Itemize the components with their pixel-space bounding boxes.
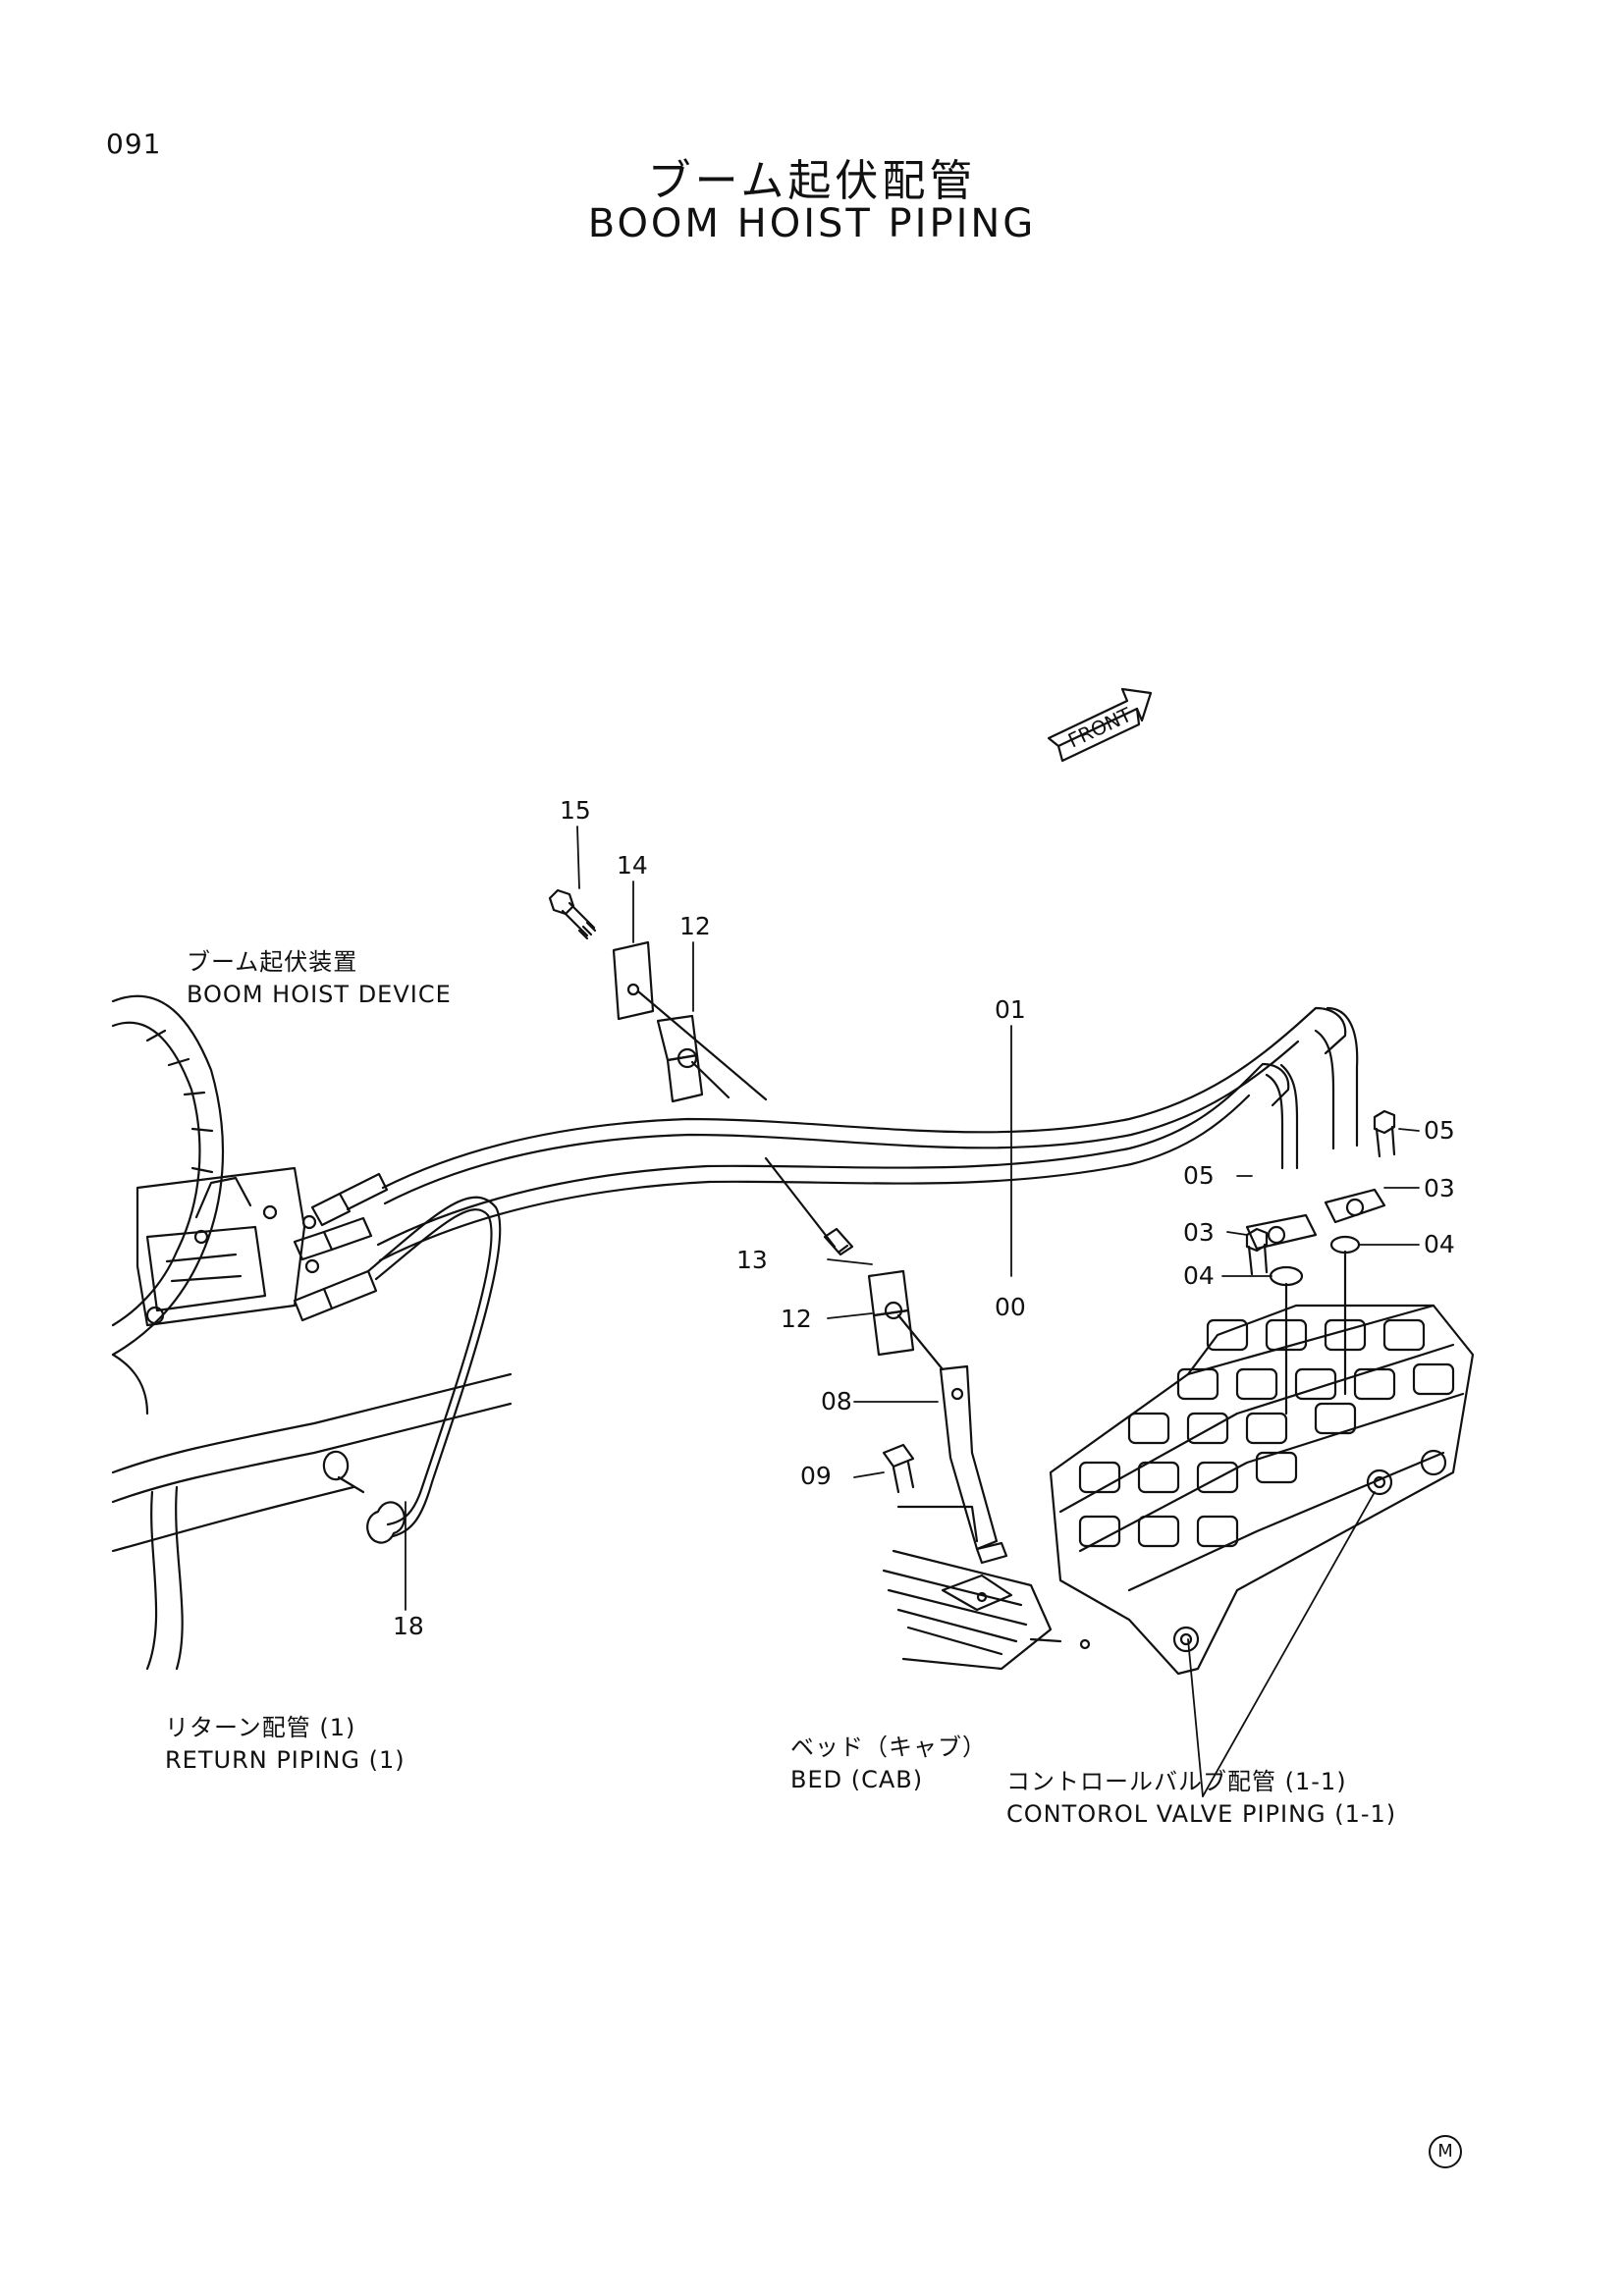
footer-mark: M	[1429, 2135, 1462, 2168]
part-number-04-left: 04	[1183, 1261, 1215, 1290]
part-number-12-bottom: 12	[781, 1305, 812, 1333]
part-number-14: 14	[617, 851, 648, 880]
part-number-04-right: 04	[1424, 1230, 1455, 1258]
clamp-assembly-bottom	[764, 1156, 945, 1371]
control-valve-piping-label-jp: コントロールバルブ配管 (1-1)	[1006, 1768, 1347, 1795]
part-number-12-top: 12	[679, 912, 711, 940]
bed-cab-floor	[882, 1549, 1091, 1671]
return-pipe-18	[366, 1196, 502, 1544]
part-number-01: 01	[995, 995, 1026, 1024]
leader-lines	[405, 826, 1420, 1797]
page-title-english: BOOM HOIST PIPING	[587, 201, 1037, 246]
main-hoses	[376, 1006, 1359, 1262]
part-number-03-left: 03	[1183, 1218, 1215, 1247]
bracket-08	[882, 1364, 1008, 1565]
clamp-assembly-top	[548, 888, 768, 1103]
flange-assembly	[1245, 1109, 1396, 1415]
boom-hoist-device-label-en: BOOM HOIST DEVICE	[187, 981, 452, 1008]
page-number: 091	[106, 128, 162, 160]
part-number-15: 15	[560, 796, 591, 825]
part-number-08: 08	[821, 1387, 852, 1415]
part-number-05-right: 05	[1424, 1116, 1455, 1145]
bed-cab-label-en: BED (CAB)	[790, 1766, 924, 1793]
control-valve-piping-label-en: CONTOROL VALVE PIPING (1-1)	[1006, 1800, 1397, 1828]
boom-hoist-device-label-jp: ブーム起伏装置	[187, 948, 358, 976]
return-piping-label-jp: リターン配管 (1)	[165, 1714, 356, 1741]
part-number-00: 00	[995, 1293, 1026, 1321]
part-number-09: 09	[800, 1462, 832, 1490]
front-arrow-label: FRONT	[1064, 703, 1136, 753]
front-arrow-icon: FRONT	[1047, 687, 1153, 763]
part-number-03-right: 03	[1424, 1174, 1455, 1202]
part-number-05-left: 05	[1183, 1161, 1215, 1190]
device-fittings	[293, 1172, 389, 1322]
return-piping-label-en: RETURN PIPING (1)	[165, 1746, 406, 1774]
boom-hoist-device-drawing	[111, 994, 513, 1671]
part-number-18: 18	[393, 1612, 424, 1640]
page-title-japanese: ブーム起伏配管	[647, 156, 977, 206]
part-number-13: 13	[736, 1246, 768, 1274]
control-valve-block	[1049, 1304, 1475, 1676]
bed-cab-label-jp: ベッド（キャブ）	[790, 1734, 987, 1761]
